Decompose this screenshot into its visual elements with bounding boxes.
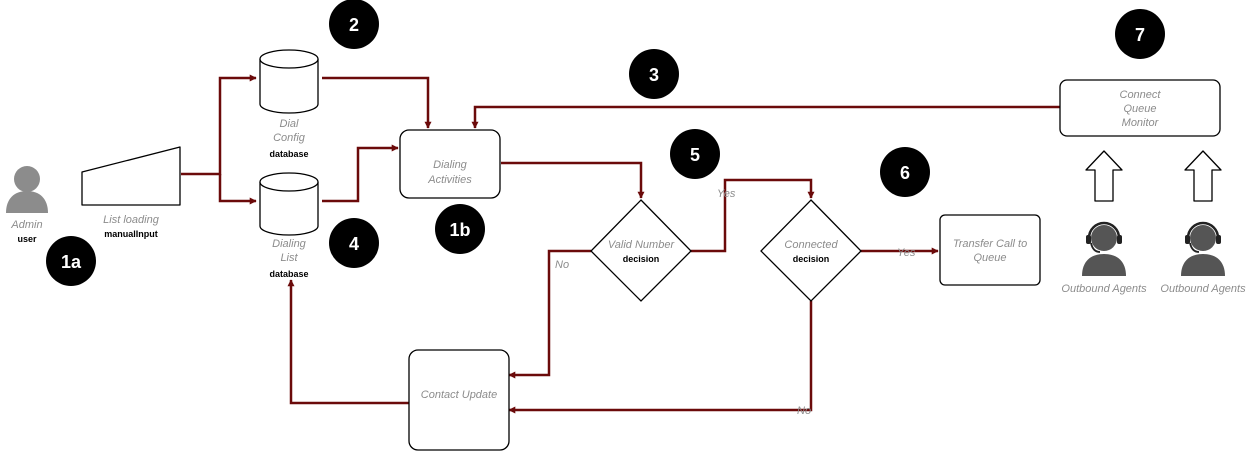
edge-queue-monitor-to-activities	[471, 105, 1060, 129]
connected-subtitle: decision	[793, 254, 830, 264]
svg-text:3: 3	[649, 65, 659, 85]
svg-text:6: 6	[900, 163, 910, 183]
agent-left-title: Outbound Agents	[1061, 283, 1147, 295]
edge-label-valid-no: No	[555, 259, 569, 271]
edge-label-connected-no: No	[797, 405, 811, 417]
decision-diamond	[590, 199, 692, 302]
edge-label-valid-yes: Yes	[717, 188, 736, 200]
badge-1b: 1b	[435, 204, 485, 254]
queue-monitor-line2: Queue	[1123, 103, 1156, 115]
connected-title: Connected	[784, 239, 838, 251]
hollow-up-arrow-right	[1184, 150, 1222, 202]
badge-4: 4	[329, 218, 379, 268]
manual-input-shape	[81, 146, 181, 206]
svg-text:2: 2	[349, 15, 359, 35]
database-icon	[259, 49, 319, 114]
contact-update-node[interactable]: Contact Update	[408, 349, 510, 451]
contact-update-title: Contact Update	[421, 389, 497, 401]
svg-text:4: 4	[349, 234, 359, 254]
transfer-call-line2: Queue	[973, 252, 1006, 264]
list-loading-subtitle: manualInput	[104, 229, 158, 239]
edges	[181, 74, 1060, 414]
svg-text:5: 5	[690, 145, 700, 165]
outbound-agent-left[interactable]: Outbound Agents	[1061, 221, 1147, 295]
valid-number-decision[interactable]: Valid Number decision	[590, 199, 692, 302]
edge-valid-no-to-contact-update	[508, 249, 591, 379]
admin-title: Admin	[10, 219, 42, 231]
valid-number-title: Valid Number	[608, 239, 676, 251]
edge-connected-no-to-contact-update	[508, 301, 813, 414]
headset-agent-icon	[1082, 221, 1126, 276]
admin-subtitle: user	[17, 234, 37, 244]
valid-number-subtitle: decision	[623, 254, 660, 264]
agent-right-title: Outbound Agents	[1160, 283, 1246, 295]
process-box	[939, 214, 1041, 286]
badge-3: 3	[629, 49, 679, 99]
transfer-call-node[interactable]: Transfer Call to Queue	[939, 214, 1041, 286]
edge-label-connected-yes: Yes	[897, 247, 916, 259]
list-loading-node[interactable]: List loading manualInput	[81, 146, 181, 239]
badge-5: 5	[670, 129, 720, 179]
headset-agent-icon	[1181, 221, 1225, 276]
process-box	[399, 129, 501, 199]
process-box	[1059, 79, 1221, 137]
connected-decision[interactable]: Connected decision	[760, 199, 862, 302]
dialing-activities-line2: Activities	[427, 174, 472, 186]
badge-2: 2	[329, 0, 379, 49]
edge-valid-yes-to-connected	[691, 178, 815, 253]
badge-6: 6	[880, 147, 930, 197]
dial-config-subtitle: database	[269, 149, 308, 159]
step-badges: 1a 1b 2 3 4 5 6 7	[46, 0, 1165, 286]
dialing-list-line1: Dialing	[272, 238, 307, 250]
process-box	[408, 349, 510, 451]
dial-config-node[interactable]: Dial Config database	[259, 49, 319, 159]
queue-monitor-line1: Connect	[1120, 89, 1162, 101]
queue-monitor-line3: Monitor	[1122, 117, 1160, 129]
dial-config-line2: Config	[273, 132, 306, 144]
edge-dialing-list-to-activities	[322, 144, 399, 203]
hollow-up-arrow-left	[1085, 150, 1123, 202]
queue-monitor-node[interactable]: Connect Queue Monitor	[1059, 79, 1221, 137]
edge-activities-to-valid-number	[501, 161, 645, 199]
list-loading-title: List loading	[103, 214, 160, 226]
decision-diamond	[760, 199, 862, 302]
edge-list-to-dial-config	[181, 74, 257, 176]
badge-1a: 1a	[46, 236, 96, 286]
dialing-list-line2: List	[280, 252, 298, 264]
edge-list-to-dialing-list	[218, 174, 257, 205]
outbound-agent-right[interactable]: Outbound Agents	[1160, 221, 1246, 295]
edge-contact-update-to-dialing-list	[287, 279, 409, 405]
svg-text:1b: 1b	[449, 220, 470, 240]
database-icon	[259, 172, 319, 236]
badge-7: 7	[1115, 9, 1165, 59]
svg-text:7: 7	[1135, 25, 1145, 45]
edge-dial-config-to-activities	[322, 76, 432, 129]
svg-text:1a: 1a	[61, 252, 82, 272]
dialing-activities-line1: Dialing	[433, 159, 468, 171]
dial-config-line1: Dial	[280, 118, 300, 130]
dialing-list-node[interactable]: Dialing List database	[259, 172, 319, 279]
dialing-list-subtitle: database	[269, 269, 308, 279]
dialing-activities-node[interactable]: Dialing Activities	[399, 129, 501, 199]
user-icon	[6, 166, 48, 213]
admin-user-node[interactable]: Admin user	[6, 166, 48, 244]
transfer-call-line1: Transfer Call to	[953, 238, 1027, 250]
